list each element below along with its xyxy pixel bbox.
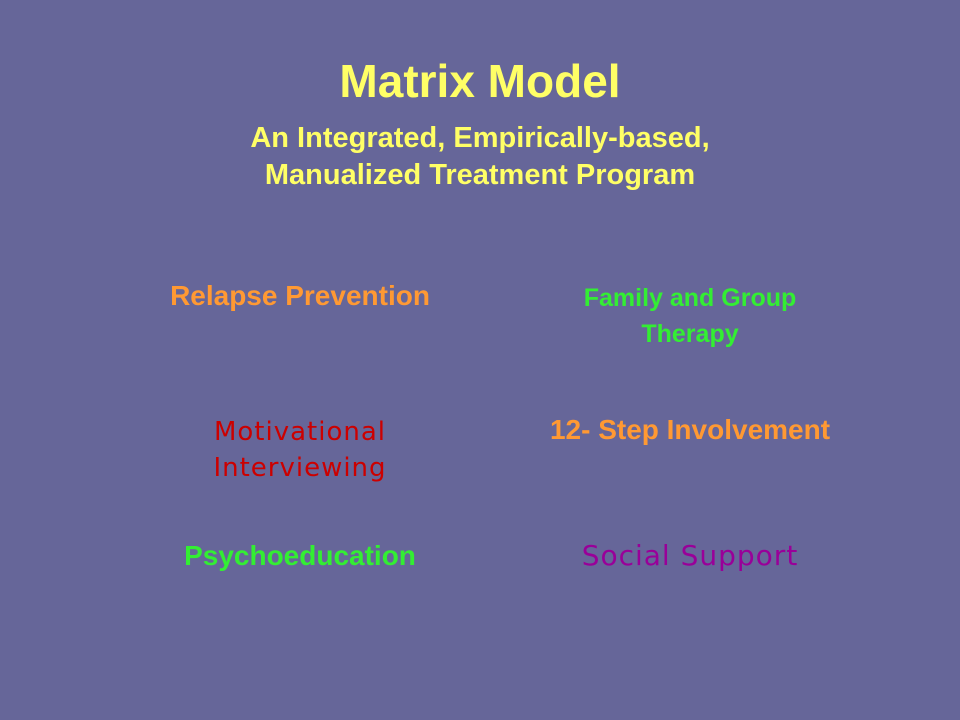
subtitle-line-1: An Integrated, Empirically-based,	[250, 122, 710, 154]
item-12-step-involvement: 12- Step Involvement	[549, 414, 831, 445]
item-motivational-interviewing-line-2: Interviewing	[213, 453, 387, 483]
item-social-support: Social Support	[581, 539, 799, 572]
item-psychoeducation: Psychoeducation	[184, 540, 416, 571]
item-motivational-interviewing: Motivational Interviewing	[140, 414, 460, 486]
slide-title: Matrix Model	[339, 55, 621, 107]
item-motivational-interviewing-line-1: Motivational	[213, 417, 387, 447]
item-relapse-prevention: Relapse Prevention	[170, 280, 430, 311]
subtitle-line-2: Manualized Treatment Program	[264, 159, 696, 191]
slide-subtitle: An Integrated, Empirically-based, Manual…	[0, 120, 960, 194]
item-family-group-therapy-line-2: Therapy	[641, 320, 739, 348]
item-family-group-therapy: Family and Group Therapy	[510, 280, 870, 352]
item-family-group-therapy-line-1: Family and Group	[583, 284, 797, 312]
